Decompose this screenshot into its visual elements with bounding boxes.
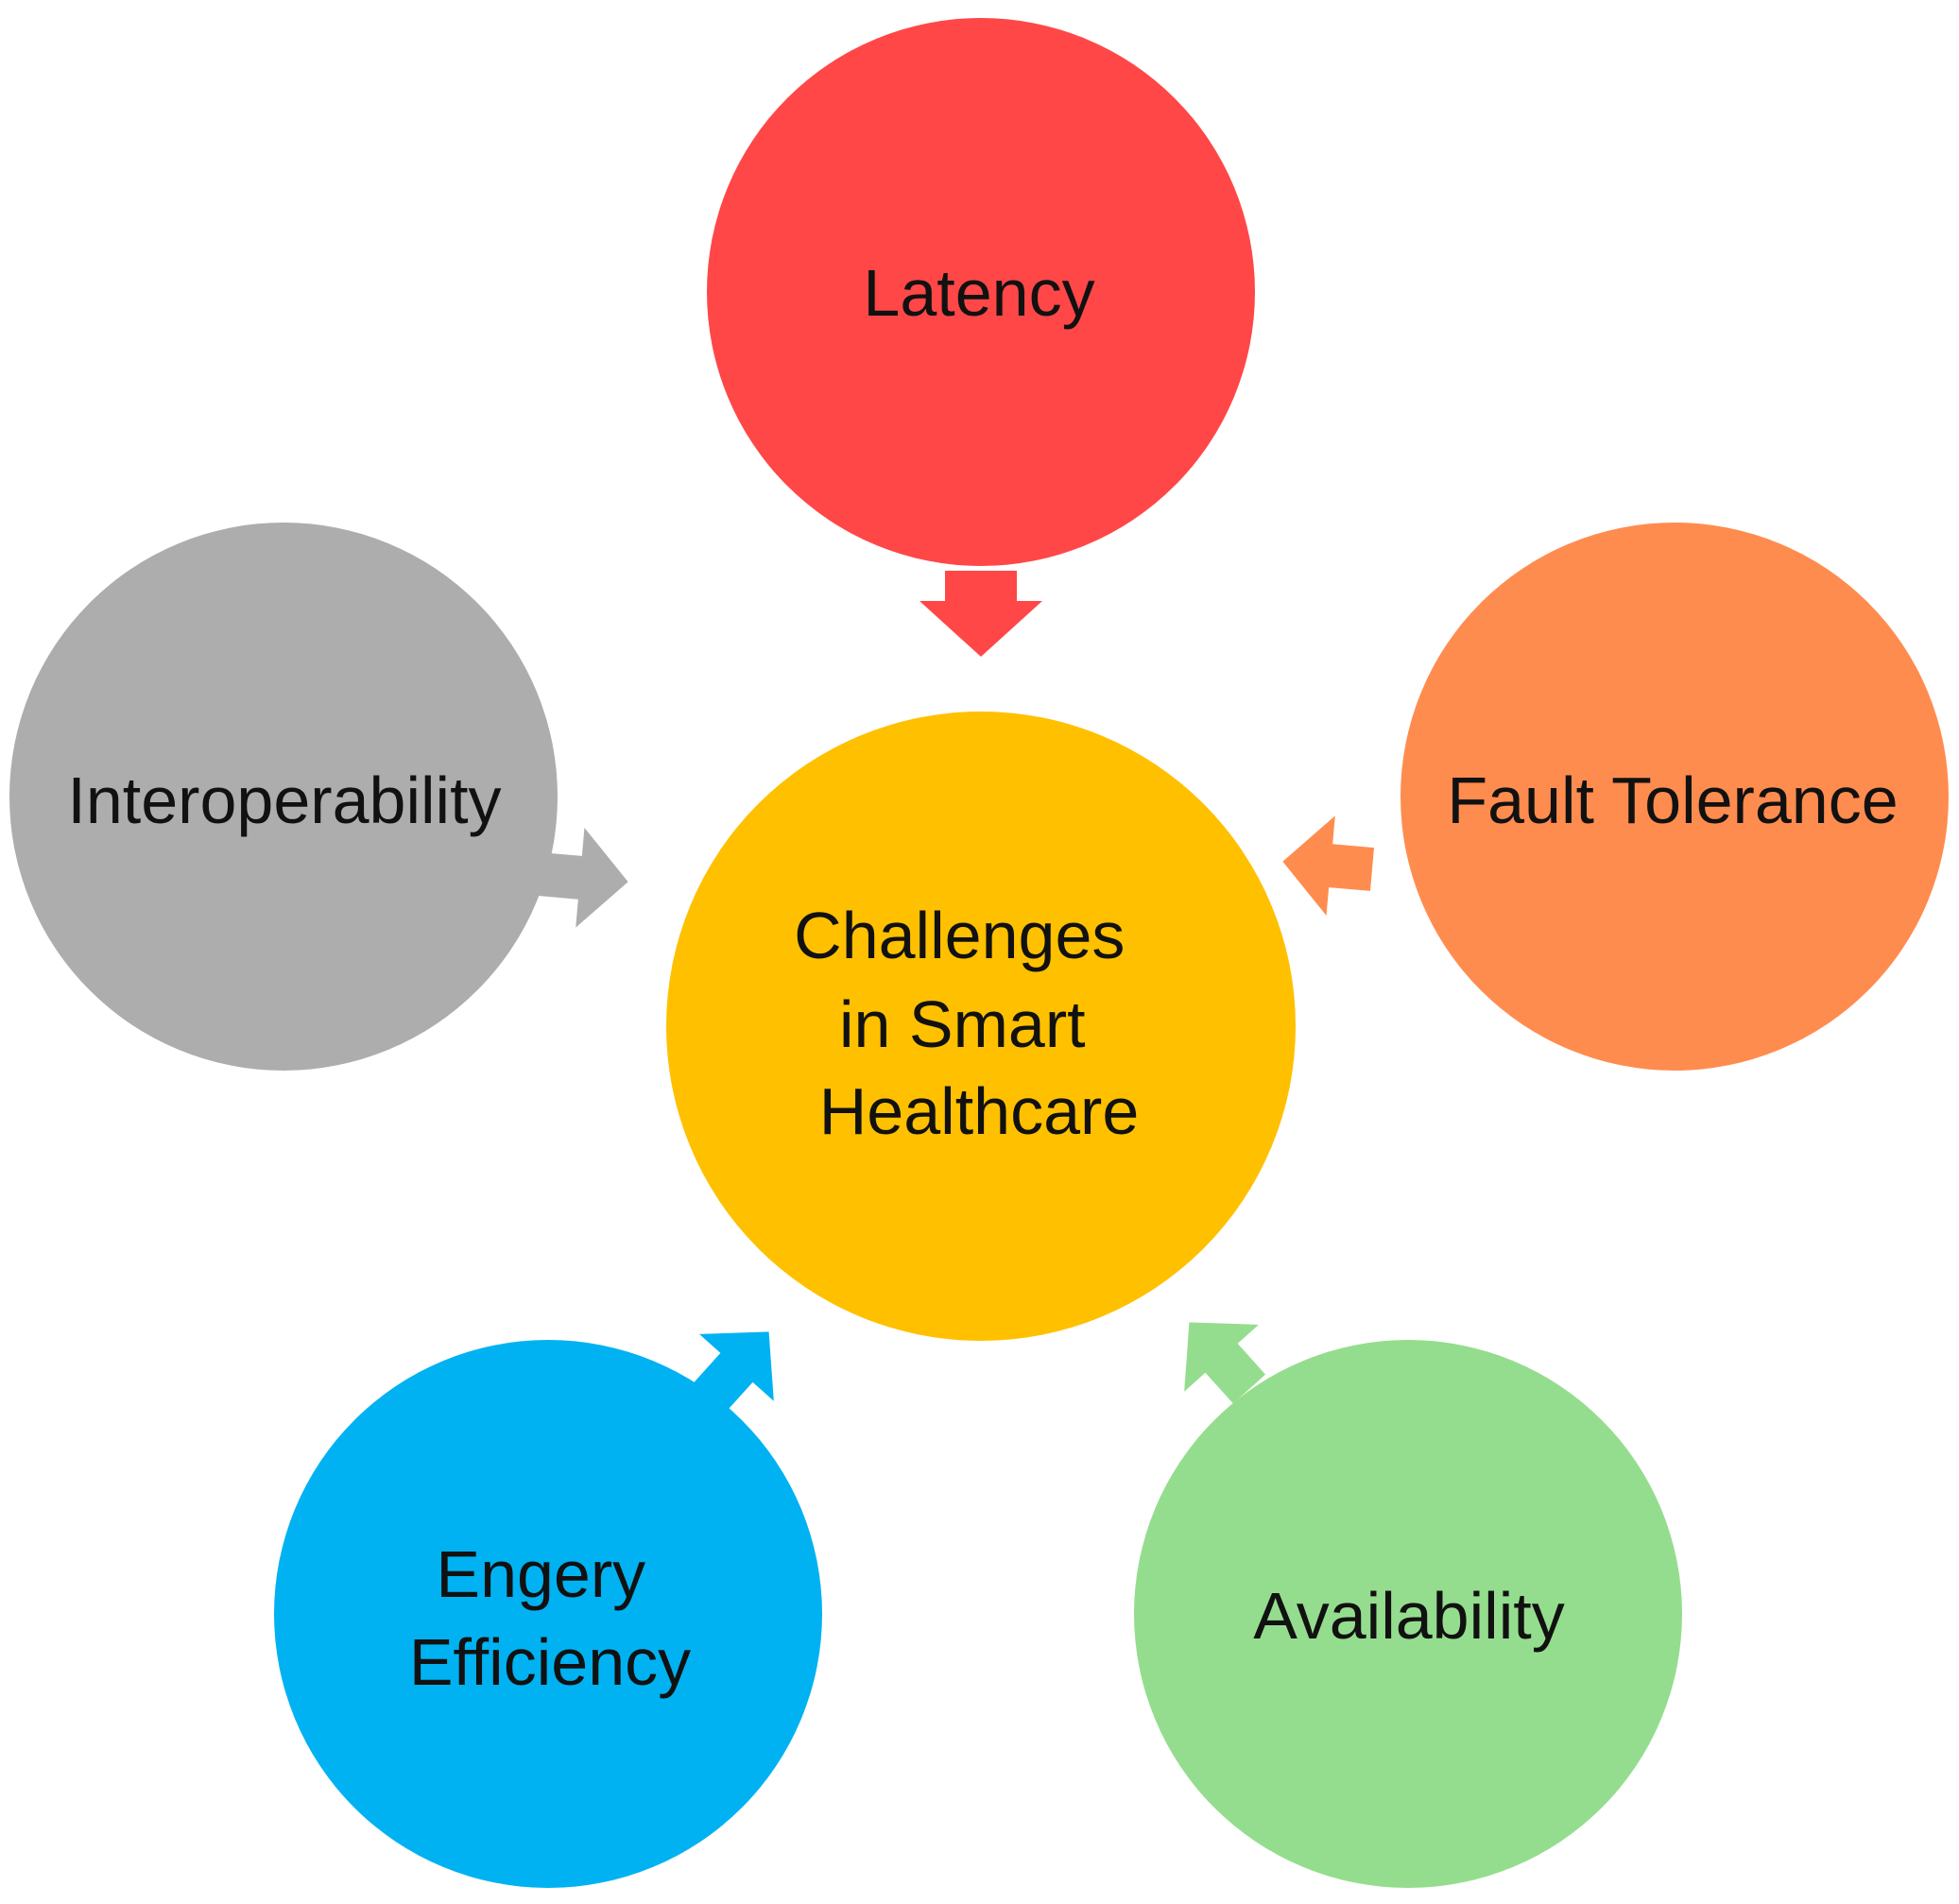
node-availability-label: Availability [1253, 1579, 1564, 1653]
node-interoperability-circle [9, 523, 558, 1071]
node-availability-circle [1134, 1340, 1682, 1888]
node-latency-circle [707, 18, 1255, 566]
center-label-line-1: Challenges [794, 899, 1125, 972]
svg-text:Fault Tolerance: Fault Tolerance [1447, 763, 1898, 837]
arrow-availability [1184, 1322, 1266, 1404]
arrow-engery-efficiency [692, 1331, 774, 1414]
center-node: Challenges in Smart Healthcare [666, 712, 1296, 1341]
svg-text:Latency: Latency [863, 256, 1094, 330]
node-engery-efficiency-circle [274, 1340, 822, 1888]
arrow-latency [919, 571, 1042, 657]
center-label-line-3: Healthcare [819, 1074, 1140, 1148]
center-label-line-2: in Smart [839, 987, 1086, 1061]
svg-text:Availability: Availability [1253, 1579, 1564, 1653]
node-interoperability: Interoperability [9, 523, 558, 1071]
node-engery-efficiency-label-line-1: Engery [436, 1537, 645, 1611]
center-circle [666, 712, 1296, 1341]
node-latency: Latency [707, 18, 1255, 566]
node-fault-tolerance-label: Fault Tolerance [1447, 763, 1898, 837]
arrows [536, 571, 1375, 1414]
arrow-fault-tolerance [1282, 815, 1375, 916]
arrow-interoperability [536, 828, 628, 928]
node-interoperability-label: Interoperability [67, 763, 501, 837]
node-availability: Availability [1134, 1340, 1682, 1888]
node-fault-tolerance: Fault Tolerance [1401, 523, 1949, 1071]
svg-text:Engery Efficiency: Engery Efficiency [409, 1537, 691, 1699]
node-engery-efficiency-label-line-2: Efficiency [409, 1625, 691, 1699]
node-engery-efficiency: Engery Efficiency [274, 1340, 822, 1888]
svg-text:Interoperability: Interoperability [67, 763, 501, 837]
svg-text:Challenges in Smart: Challenges in Smart Healthcare [794, 899, 1143, 1148]
node-latency-label: Latency [863, 256, 1094, 330]
node-fault-tolerance-circle [1401, 523, 1949, 1071]
